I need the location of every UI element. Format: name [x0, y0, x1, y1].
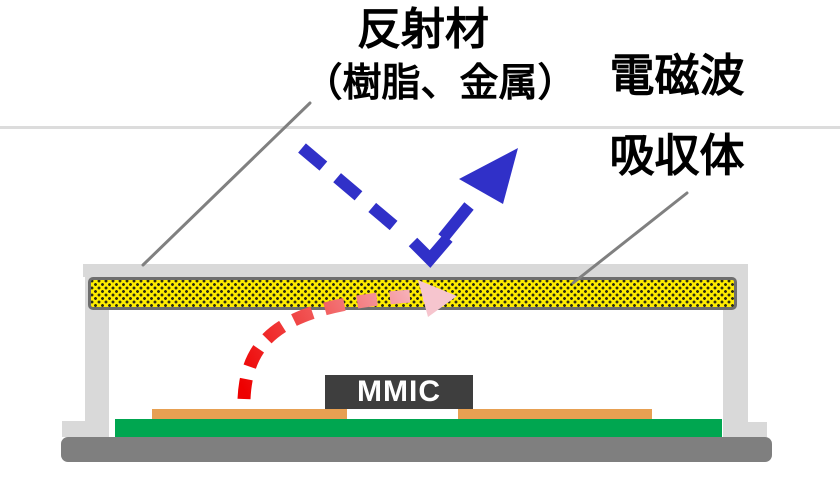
reflected-wave-arrowhead [459, 148, 518, 204]
absorber-label-line1: 電磁波 [609, 50, 745, 101]
absorber-label-line2: 吸収体 [609, 130, 745, 181]
housing-foot-left [62, 421, 108, 437]
copper-trace-left [152, 409, 347, 419]
copper-trace-right [458, 409, 652, 419]
base-plate [61, 437, 772, 462]
wave-vertex-chevron [408, 234, 453, 268]
housing-foot-right [723, 422, 767, 437]
incident-wave-dashes [298, 143, 410, 241]
horizontal-divider-line [0, 126, 840, 129]
mmic-chip: MMIC [325, 375, 473, 409]
pcb-board [115, 419, 722, 437]
reflector-sublabel: （樹脂、金属） [303, 62, 577, 105]
reflector-label: 反射材 [357, 5, 489, 54]
reflected-wave-dash [438, 202, 474, 242]
housing-lid [83, 264, 748, 277]
absorber-panel [88, 277, 737, 310]
